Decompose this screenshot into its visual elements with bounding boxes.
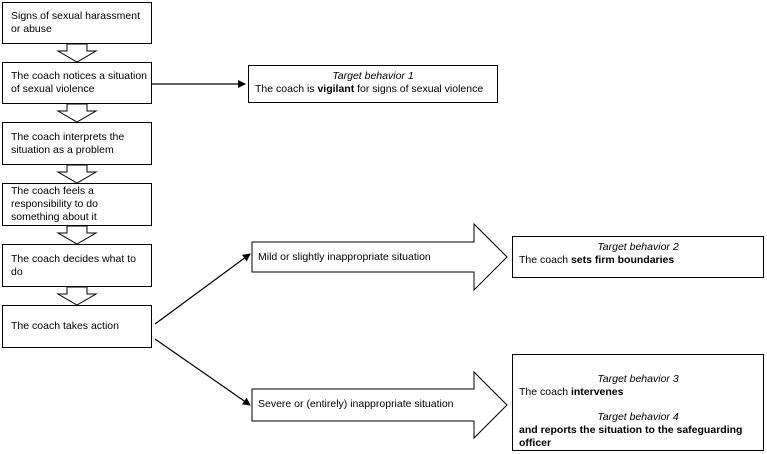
target-behavior-4-title: Target behavior 4 bbox=[597, 411, 679, 423]
target-behavior-1-box: Target behavior 1 The coach is vigilant … bbox=[248, 65, 498, 103]
step-takes-action-label: The coach takes action bbox=[11, 320, 119, 332]
step-responsibility: The coach feels a responsibility to do s… bbox=[2, 183, 152, 226]
target-behavior-2-title: Target behavior 2 bbox=[597, 241, 679, 253]
down-arrow-5 bbox=[56, 286, 98, 306]
step-responsibility-label: The coach feels a responsibility to do s… bbox=[11, 185, 98, 223]
step-notices: The coach notices a situation of sexual … bbox=[2, 62, 152, 104]
target-behavior-3-text: The coach intervenes bbox=[519, 386, 624, 398]
step-signs: Signs of sexual harassment or abuse bbox=[2, 2, 152, 44]
branch-mild-label: Mild or slightly inappropriate situation bbox=[258, 251, 431, 263]
branch-arrow-mild bbox=[251, 222, 508, 292]
step-signs-label: Signs of sexual harassment or abuse bbox=[11, 10, 140, 35]
step-interprets: The coach interprets the situation as a … bbox=[2, 122, 152, 165]
target-behavior-4-text: and reports the situation to the safegua… bbox=[519, 424, 743, 449]
step-takes-action: The coach takes action bbox=[2, 305, 152, 348]
down-arrow-4 bbox=[56, 225, 98, 245]
branch-arrow-severe bbox=[251, 370, 508, 440]
down-arrow-2 bbox=[56, 103, 98, 123]
target-behavior-3-4-box: Target behavior 3 The coach intervenes T… bbox=[512, 354, 764, 451]
target-behavior-1-text: The coach is vigilant for signs of sexua… bbox=[255, 83, 484, 95]
down-arrow-1 bbox=[56, 43, 98, 63]
target-behavior-2-box: Target behavior 2 The coach sets firm bo… bbox=[512, 236, 764, 278]
connector-action-to-mild bbox=[154, 253, 251, 325]
step-decides-label: The coach decides what to do bbox=[11, 252, 136, 278]
target-behavior-2-text: The coach sets firm boundaries bbox=[519, 254, 675, 266]
step-interprets-label: The coach interprets the situation as a … bbox=[11, 130, 125, 156]
step-notices-label: The coach notices a situation of sexual … bbox=[11, 70, 147, 95]
down-arrow-3 bbox=[56, 164, 98, 184]
target-behavior-3-title: Target behavior 3 bbox=[597, 373, 679, 385]
connector-action-to-severe bbox=[154, 338, 251, 406]
branch-severe-label: Severe or (entirely) inappropriate situa… bbox=[258, 398, 454, 410]
target-behavior-1-title: Target behavior 1 bbox=[332, 70, 414, 82]
step-decides: The coach decides what to do bbox=[2, 244, 152, 287]
